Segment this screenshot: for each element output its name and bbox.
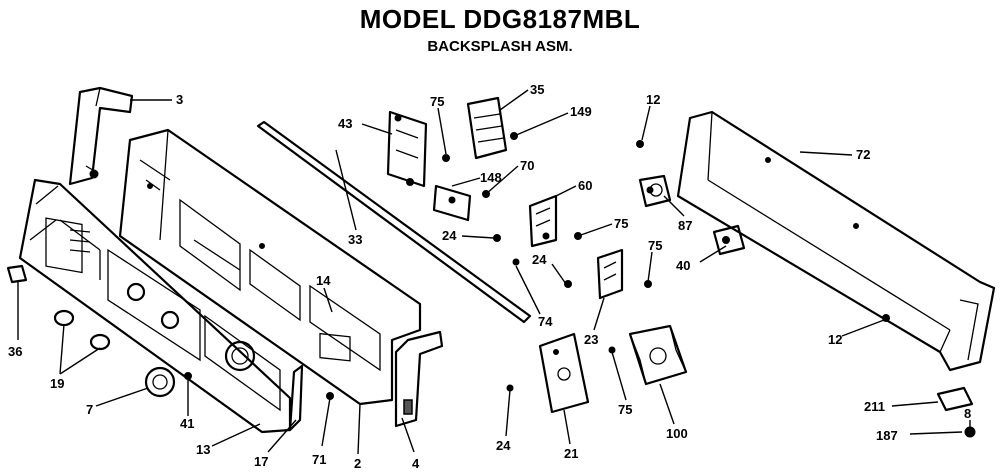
callout-75-d: 75: [618, 402, 632, 417]
callout-41: 41: [180, 416, 194, 431]
diagram-subtitle: BACKSPLASH ASM.: [427, 38, 573, 55]
right-end-cap-part: [394, 330, 444, 428]
callout-13: 13: [196, 442, 210, 457]
bracket-148-part: [432, 184, 472, 222]
bracket-211-part: [936, 386, 974, 412]
callout-23: 23: [584, 332, 598, 347]
callout-75-c: 75: [648, 238, 662, 253]
callout-40: 40: [676, 258, 690, 273]
callout-74: 74: [538, 314, 553, 329]
timer-100-part: [628, 324, 688, 386]
switch-60-part: [528, 194, 558, 248]
callout-36: 36: [8, 344, 22, 359]
diagram-title: MODEL DDG8187MBL: [359, 4, 641, 34]
rear-housing-72-part: [676, 110, 996, 372]
component-87-part: [638, 174, 672, 208]
callout-75-b: 75: [614, 216, 628, 231]
screws-and-fasteners: [184, 132, 976, 438]
callout-2: 2: [354, 456, 361, 471]
bracket-43-part: [386, 110, 428, 188]
callout-149: 149: [570, 104, 592, 119]
switch-23-part: [596, 248, 624, 300]
callout-24-c: 24: [496, 438, 511, 453]
callout-3: 3: [176, 92, 183, 107]
callout-33: 33: [348, 232, 362, 247]
callout-12-a: 12: [646, 92, 660, 107]
callout-43: 43: [338, 116, 352, 131]
callout-12-b: 12: [828, 332, 842, 347]
callout-70: 70: [520, 158, 534, 173]
callout-148: 148: [480, 170, 502, 185]
left-end-cap-part: [68, 86, 134, 186]
callout-24-a: 24: [442, 228, 457, 243]
callout-75-a: 75: [430, 94, 444, 109]
callout-187: 187: [876, 428, 898, 443]
callout-17: 17: [254, 454, 268, 469]
callout-211: 211: [864, 399, 885, 414]
callout-71: 71: [312, 452, 326, 467]
callout-24-b: 24: [532, 252, 547, 267]
control-mounting-bracket-part: [118, 128, 422, 406]
terminal-block-35-part: [466, 96, 508, 160]
leader-lines: [17, 89, 971, 455]
callout-35: 35: [530, 82, 544, 97]
callout-labels: 3 75 35 149 12 43 148 70 60 72 24 75 33 …: [8, 82, 971, 471]
callout-60: 60: [578, 178, 592, 193]
callout-72: 72: [856, 147, 870, 162]
callout-4: 4: [412, 456, 420, 471]
callout-87: 87: [678, 218, 692, 233]
callout-19: 19: [50, 376, 64, 391]
callout-21: 21: [564, 446, 578, 461]
trim-strip-part: [256, 120, 532, 324]
circuit-board-21-part: [538, 332, 590, 414]
callout-14: 14: [316, 273, 331, 288]
callout-100: 100: [666, 426, 688, 441]
knobs-and-buttons: [6, 264, 304, 432]
callout-7: 7: [86, 402, 93, 417]
callout-8: 8: [964, 406, 971, 421]
